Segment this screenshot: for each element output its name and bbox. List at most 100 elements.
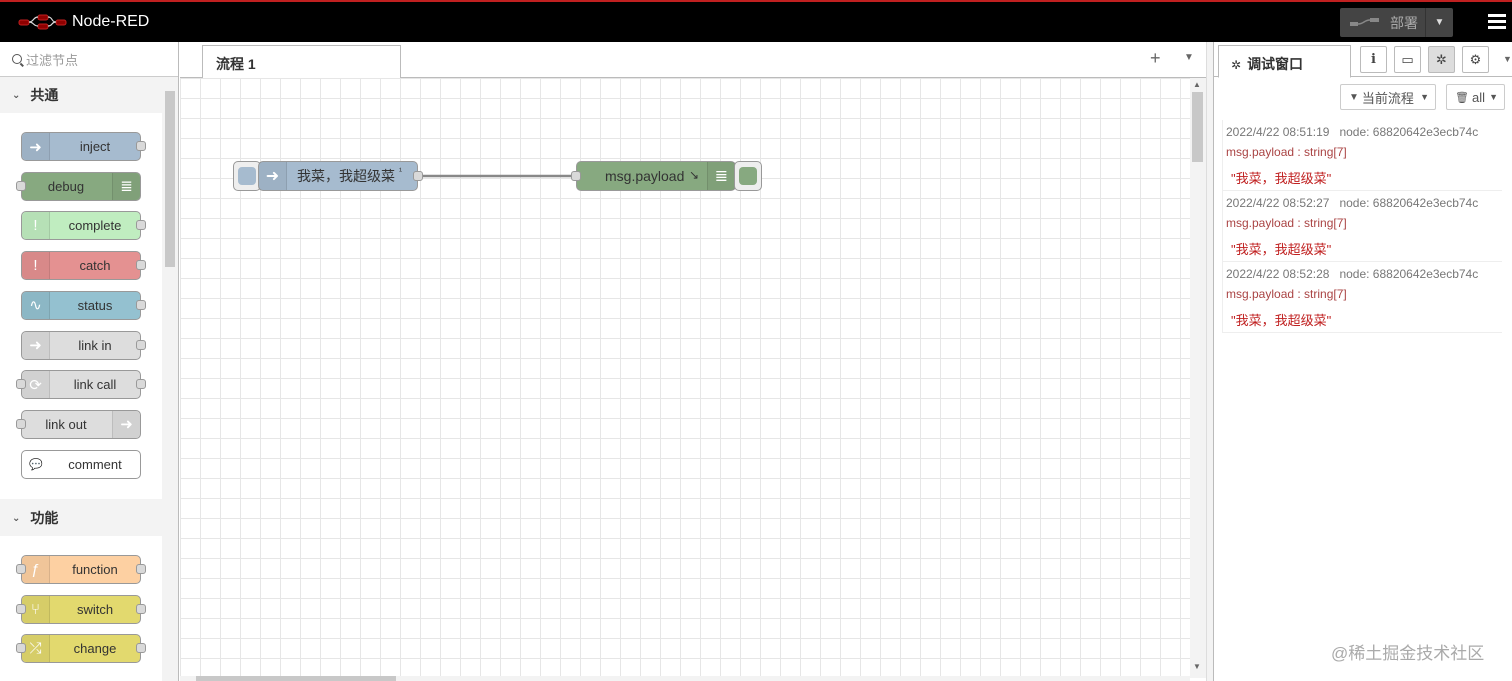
debug-message-list: 2022/4/22 08:51:19 node: 68820642e3ecb74c… bbox=[1222, 120, 1502, 333]
palette-node-label: comment bbox=[68, 456, 122, 472]
flow-node-debug[interactable]: msg.payload ↘ ≣ bbox=[571, 161, 736, 191]
flow-list-caret-icon[interactable]: ▼ bbox=[1184, 52, 1194, 63]
palette-node-link-out[interactable]: ➜ link out bbox=[16, 409, 141, 439]
palette-node-inject[interactable]: ➜inject bbox=[21, 132, 146, 161]
message-timestamp: 2022/4/22 08:52:28 bbox=[1226, 267, 1330, 281]
main-menu-icon[interactable] bbox=[1488, 14, 1506, 30]
palette-node-complete[interactable]: !complete bbox=[21, 211, 146, 241]
inject-trigger-button[interactable] bbox=[233, 161, 261, 191]
sidebar-tab-label: 调试窗口 bbox=[1247, 56, 1304, 72]
flow-node-label: msg.payload bbox=[605, 168, 685, 184]
input-port bbox=[16, 180, 26, 191]
message-value[interactable]: "我菜，我超级菜" bbox=[1231, 313, 1332, 328]
search-icon bbox=[12, 54, 22, 64]
canvas-scroll-thumb[interactable] bbox=[1192, 92, 1203, 162]
gear-icon[interactable]: ⚙ bbox=[1462, 46, 1489, 73]
exclamation-icon: ! bbox=[22, 252, 50, 280]
output-port bbox=[136, 603, 146, 614]
message-meta: 2022/4/22 08:52:27 node: 68820642e3ecb74c bbox=[1226, 196, 1478, 210]
message-node-link[interactable]: node: 68820642e3ecb74c bbox=[1339, 125, 1479, 139]
debug-message[interactable]: 2022/4/22 08:52:27 node: 68820642e3ecb74c… bbox=[1222, 191, 1502, 262]
scroll-up-icon[interactable]: ▲ bbox=[1193, 80, 1201, 89]
palette-node-debug[interactable]: ≣debug bbox=[16, 171, 141, 201]
palette-node-catch[interactable]: ! catch bbox=[21, 251, 146, 281]
clear-debug-button[interactable]: 🗑all▼ bbox=[1446, 84, 1505, 110]
flow-node-label: 我菜，我超级菜 bbox=[297, 168, 395, 184]
flow-canvas[interactable]: ➜ 我菜，我超级菜 ¹ msg.payload ↘ ≣ bbox=[180, 78, 1190, 678]
book-icon[interactable]: ▭ bbox=[1394, 46, 1421, 73]
palette-node-link-call[interactable]: ⟳ link call bbox=[16, 370, 146, 400]
message-timestamp: 2022/4/22 08:52:27 bbox=[1226, 196, 1330, 210]
palette-node-comment[interactable]: 💬comment bbox=[21, 449, 141, 479]
input-port[interactable] bbox=[571, 171, 581, 181]
message-value[interactable]: "我菜，我超级菜" bbox=[1231, 171, 1332, 186]
debug-bug-icon[interactable]: ✲ bbox=[1428, 46, 1455, 73]
canvas-horizontal-scrollbar[interactable] bbox=[180, 676, 1190, 681]
canvas-hscroll-thumb[interactable] bbox=[196, 676, 396, 681]
filter-icon: ▼ bbox=[1349, 91, 1359, 103]
palette-scroll-thumb[interactable] bbox=[165, 91, 175, 267]
palette-node-switch[interactable]: ⑂ switch bbox=[16, 594, 146, 624]
filter-label: 当前流程 bbox=[1361, 90, 1414, 106]
palette-node-link-in[interactable]: ➜link in bbox=[21, 330, 146, 360]
message-topic: msg.payload : string[7] bbox=[1226, 216, 1347, 230]
scroll-down-icon[interactable]: ▼ bbox=[1193, 662, 1201, 671]
palette-category-label: 功能 bbox=[30, 510, 59, 526]
output-port[interactable] bbox=[413, 171, 423, 181]
output-port bbox=[136, 260, 146, 271]
palette-node-change[interactable]: ⤮change bbox=[16, 634, 146, 664]
list-icon: ≣ bbox=[707, 162, 735, 190]
sidebar-menu-caret-icon[interactable]: ▼ bbox=[1503, 54, 1512, 64]
tab-label: 流程 1 bbox=[216, 56, 256, 72]
arrow-right-icon: ➜ bbox=[259, 162, 287, 190]
message-node-link[interactable]: node: 68820642e3ecb74c bbox=[1339, 267, 1479, 281]
palette-category-header[interactable]: ⌄ 功能 bbox=[0, 500, 162, 536]
link-call-icon: ⟳ bbox=[22, 371, 50, 399]
node-palette: 过滤节点 ⌄共通➜inject≣debug!complete!catch∿sta… bbox=[0, 42, 179, 681]
palette-node-label: link call bbox=[73, 377, 117, 393]
trash-icon: 🗑 bbox=[1455, 91, 1469, 104]
canvas-vertical-scrollbar[interactable]: ▲ ▼ bbox=[1190, 78, 1206, 678]
palette-category-nodes: ➜inject≣debug!complete!catch∿status➜link… bbox=[0, 113, 162, 499]
palette-node-label: function bbox=[72, 562, 118, 577]
flow-node-inject[interactable]: ➜ 我菜，我超级菜 ¹ bbox=[258, 161, 423, 191]
palette-node-label: link out bbox=[45, 416, 87, 432]
output-port bbox=[136, 141, 146, 151]
tab-debug[interactable]: ✲ 调试窗口 bbox=[1218, 45, 1351, 78]
palette-scrollbar[interactable] bbox=[163, 77, 178, 681]
info-icon[interactable]: i bbox=[1360, 46, 1387, 73]
tab-flow-1[interactable]: 流程 1 bbox=[202, 45, 401, 79]
workspace-tab-bar: 流程 1 + ▼ bbox=[180, 42, 1206, 79]
output-port bbox=[136, 379, 146, 390]
debug-message[interactable]: 2022/4/22 08:52:28 node: 68820642e3ecb74c… bbox=[1222, 262, 1502, 333]
debug-toggle-button[interactable] bbox=[734, 161, 762, 191]
add-flow-icon[interactable]: + bbox=[1150, 48, 1161, 68]
palette-node-label: debug bbox=[47, 178, 85, 194]
palette-filter-input[interactable]: 过滤节点 bbox=[0, 42, 178, 77]
debug-message[interactable]: 2022/4/22 08:51:19 node: 68820642e3ecb74c… bbox=[1222, 120, 1502, 191]
pulse-icon: ∿ bbox=[22, 291, 50, 319]
palette-node-label: switch bbox=[76, 601, 114, 617]
sidebar-separator[interactable] bbox=[1206, 42, 1213, 681]
palette-node-label: catch bbox=[79, 258, 111, 274]
palette-node-status[interactable]: ∿status bbox=[21, 290, 146, 320]
debug-filter-dropdown[interactable]: ▼当前流程▼ bbox=[1340, 84, 1436, 110]
message-timestamp: 2022/4/22 08:51:19 bbox=[1226, 125, 1330, 139]
deploy-icon bbox=[1350, 17, 1379, 26]
palette-category-label: 共通 bbox=[30, 87, 59, 103]
app-logo: Node-RED bbox=[18, 12, 149, 32]
node-badge: ¹ bbox=[399, 166, 402, 176]
switch-icon: ⑂ bbox=[22, 595, 50, 623]
message-value[interactable]: "我菜，我超级菜" bbox=[1231, 242, 1332, 257]
link-out-icon: ➜ bbox=[112, 410, 140, 438]
deploy-dropdown-caret-icon[interactable]: ▼ bbox=[1425, 8, 1453, 37]
node-red-logo-icon bbox=[18, 14, 67, 30]
link-in-icon: ➜ bbox=[22, 331, 50, 359]
arrow-right-icon: ➜ bbox=[22, 133, 50, 160]
deploy-button[interactable]: 部署 ▼ bbox=[1340, 8, 1453, 37]
chevron-down-icon: ⌄ bbox=[12, 512, 21, 524]
palette-category-header[interactable]: ⌄共通 bbox=[0, 77, 162, 113]
bug-icon: ✲ bbox=[1231, 58, 1242, 72]
message-node-link[interactable]: node: 68820642e3ecb74c bbox=[1339, 196, 1479, 210]
